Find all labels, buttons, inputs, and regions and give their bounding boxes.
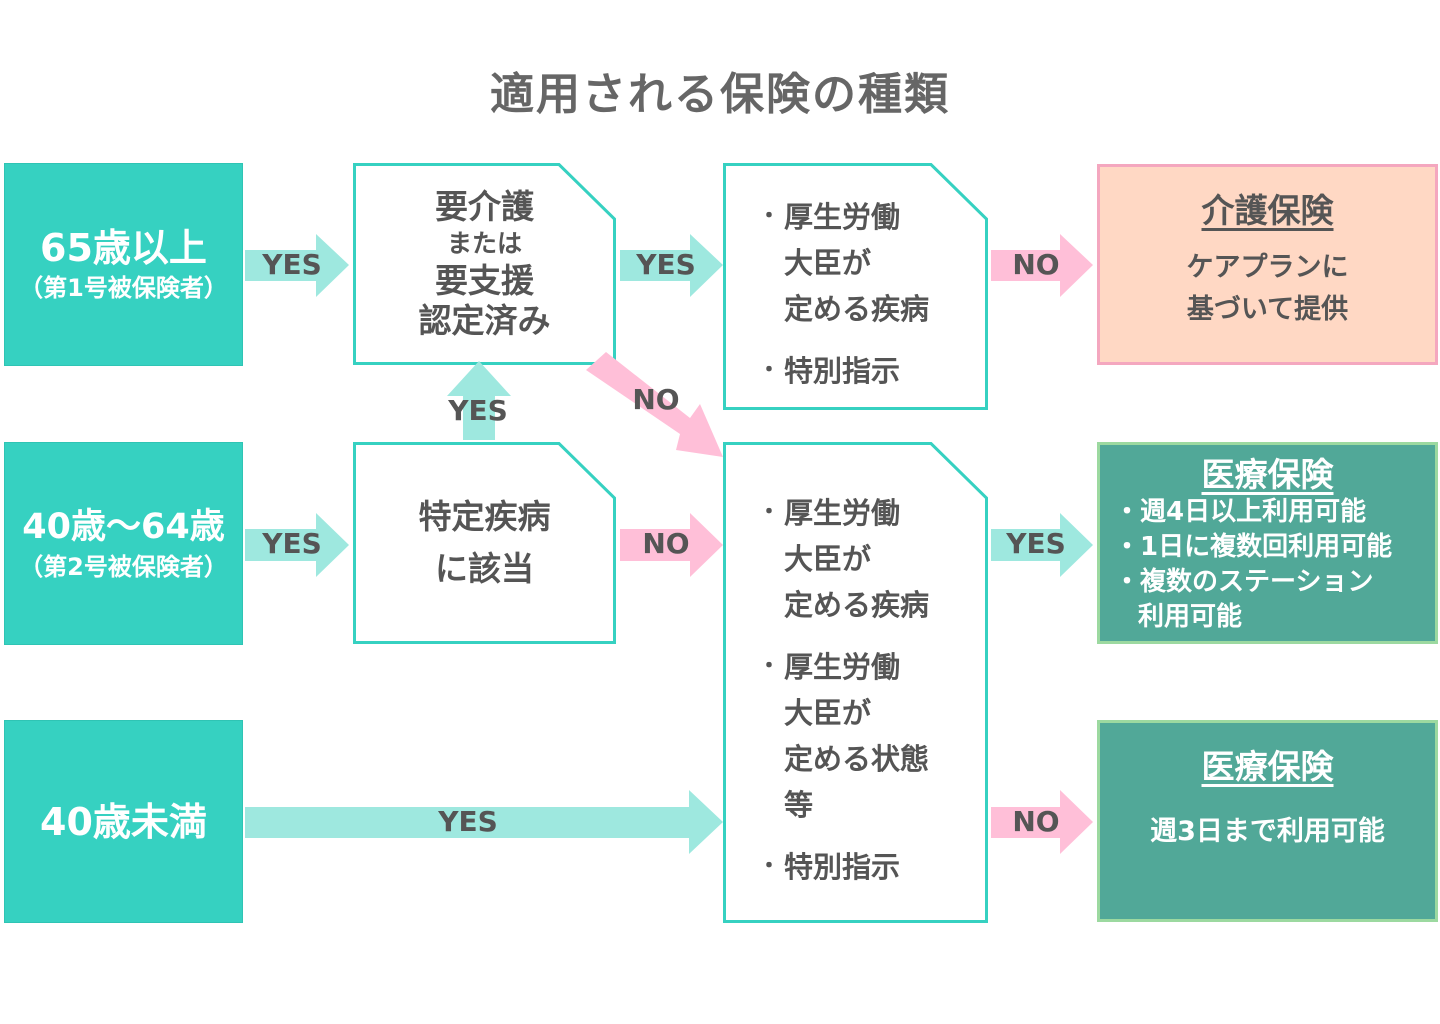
arrow-yes-65-to-care: [245, 234, 349, 297]
age-65-over-sublabel: （第1号被保険者）: [19, 273, 228, 302]
arrow-yes-care-to-conditions-a: [620, 234, 723, 297]
condition-text: 厚生労働 大臣が 定める状態 等: [784, 650, 930, 822]
arrow-yes-conditions-b-to-medical-1: [991, 513, 1093, 577]
bullet: ・: [1114, 497, 1141, 527]
document-shape: [353, 163, 616, 365]
bullet: ・: [758, 358, 781, 383]
bullet: ・: [1114, 532, 1141, 562]
arrow-yes-disease-to-care: [447, 361, 511, 440]
list-item: ・週4日以上利用可能: [1114, 495, 1435, 530]
list-item: ・ 厚生労働 大臣が 定める疾病: [758, 490, 929, 628]
label-yes-conditions-b: YES: [1006, 527, 1066, 560]
condition-text: 厚生労働 大臣が 定める疾病: [784, 496, 930, 622]
label-no-care-cert: NO: [632, 383, 680, 416]
medical-feature: 1日に複数回利用可能: [1140, 532, 1393, 562]
care-cert-line-2: または: [446, 229, 522, 258]
conditions-b-list: ・ 厚生労働 大臣が 定める疾病 ・ 厚生労働 大臣が 定める状態 等 ・ 特別…: [758, 490, 929, 906]
list-item: 利用可能: [1114, 600, 1435, 635]
arrow-no-disease-to-conditions-b: [620, 513, 723, 577]
care-insurance-line-1: ケアプランに: [1186, 252, 1349, 283]
specific-disease-box: 特定疾病 に該当: [353, 442, 616, 644]
age-65-over-label: 65歳以上: [40, 225, 207, 270]
care-insurance-title: 介護保険: [1201, 191, 1334, 230]
bullet: ・: [758, 204, 781, 229]
label-no-disease: NO: [642, 527, 690, 560]
condition-text: 厚生労働 大臣が 定める疾病: [784, 200, 930, 326]
age-under-40-box: 40歳未満: [4, 720, 243, 923]
medical-insurance-title-2: 医療保険: [1201, 747, 1334, 786]
label-no-conditions-b: NO: [1012, 805, 1060, 838]
specific-disease-line-1: 特定疾病: [418, 497, 551, 536]
arrow-no-conditions-a-to-care: [991, 234, 1093, 297]
medical-feature: 複数のステーション: [1140, 567, 1374, 597]
arrow-yes-under40-to-conditions: [245, 790, 723, 854]
list-item: ・複数のステーション: [1114, 565, 1435, 600]
list-item: ・1日に複数回利用可能: [1114, 530, 1435, 565]
label-yes-65: YES: [262, 248, 322, 281]
age-under-40-label: 40歳未満: [40, 799, 207, 844]
condition-text: 特別指示: [784, 354, 901, 388]
care-cert-line-3: 要支援: [435, 261, 534, 300]
document-shape: [723, 442, 988, 923]
label-yes-40: YES: [262, 527, 322, 560]
age-40-64-label: 40歳〜64歳: [22, 506, 225, 547]
label-yes-disease-up: YES: [448, 394, 508, 427]
condition-text: 特別指示: [784, 850, 901, 884]
care-insurance-box: 介護保険 ケアプランに 基づいて提供: [1097, 164, 1438, 365]
conditions-b-box: [723, 442, 988, 923]
document-shape: [353, 442, 616, 644]
care-cert-line-1: 要介護: [435, 187, 534, 226]
arrow-no-conditions-b-to-medical-2: [991, 790, 1093, 854]
list-item: ・ 厚生労働 大臣が 定める疾病: [758, 194, 929, 332]
bullet: ・: [758, 500, 781, 525]
specific-disease-line-2: に該当: [435, 549, 534, 588]
age-40-64-box: 40歳〜64歳 （第2号被保険者）: [4, 442, 243, 645]
medical-insurance-box-1: 医療保険 ・週4日以上利用可能 ・1日に複数回利用可能 ・複数のステーション 利…: [1097, 442, 1438, 644]
bullet: ・: [758, 654, 781, 679]
conditions-a-list: ・ 厚生労働 大臣が 定める疾病 ・ 特別指示: [758, 194, 929, 410]
list-item: ・ 厚生労働 大臣が 定める状態 等: [758, 644, 929, 828]
arrow-no-care-to-conditions-b: [586, 352, 723, 457]
medical-insurance-title-1: 医療保険: [1201, 455, 1334, 494]
list-item: ・ 特別指示: [758, 844, 929, 890]
label-yes-under40: YES: [438, 805, 498, 838]
medical-feature: 週4日以上利用可能: [1140, 497, 1367, 527]
arrow-yes-40-to-disease: [245, 513, 349, 577]
medical-feature: 利用可能: [1138, 602, 1243, 632]
conditions-a-box: [723, 163, 988, 410]
bullet: ・: [1114, 567, 1141, 597]
age-40-64-sublabel: （第2号被保険者）: [19, 552, 228, 581]
page-title: 適用される保険の種類: [490, 69, 950, 120]
label-yes-care-cert: YES: [636, 248, 696, 281]
care-insurance-line-2: 基づいて提供: [1186, 294, 1349, 325]
care-cert-line-4: 認定済み: [418, 301, 551, 340]
age-65-over-box: 65歳以上 （第1号被保険者）: [4, 163, 243, 366]
label-no-conditions-a: NO: [1012, 248, 1060, 281]
medical-insurance-box-2: 医療保険 週3日まで利用可能: [1097, 720, 1438, 922]
bullet: ・: [758, 854, 781, 879]
list-item: ・ 特別指示: [758, 348, 929, 394]
document-shape: [723, 163, 988, 410]
medical-insurance-line-1: 週3日まで利用可能: [1150, 816, 1385, 847]
care-certification-box: 要介護 または 要支援 認定済み: [353, 163, 616, 365]
